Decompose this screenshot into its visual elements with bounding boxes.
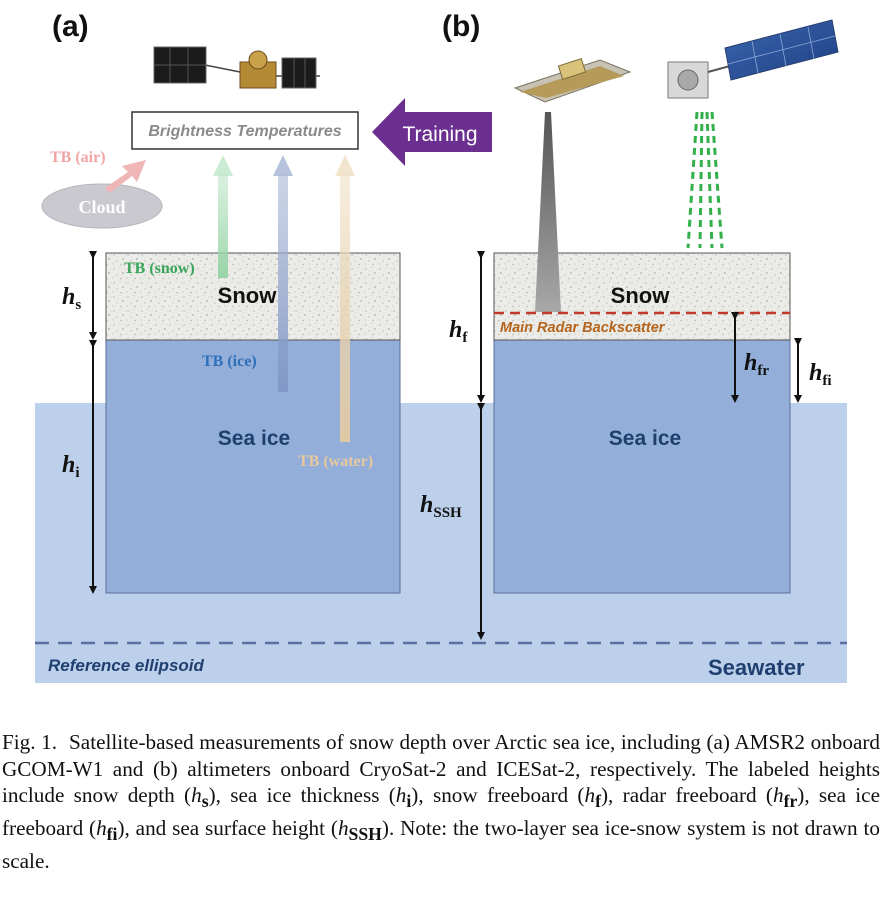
caption-text-3: ), snow freeboard ( [411,783,585,808]
brightness-temperatures-label: Brightness Temperatures [148,123,341,140]
reference-ellipsoid-label: Reference ellipsoid [48,656,205,675]
cloud-label: Cloud [78,197,125,217]
caption-h: h [96,816,107,841]
h-fr-label: hfr [744,350,769,379]
caption-text-5: ), sea ice freeboard ( [2,783,880,841]
panel-b-snow-label: Snow [611,283,671,308]
caption-sub: fi [106,824,118,845]
h-i-label: hi [62,452,80,481]
caption-text-4: ), radar freeboard ( [600,783,773,808]
panel-b-sea-ice-label: Sea ice [609,427,681,450]
caption-text-6: ), and sea surface height ( [117,816,338,841]
radar-beam [535,112,561,312]
panel-a-snow-label: Snow [218,283,278,308]
caption-h: h [191,783,202,808]
tb-snow-arrow [213,155,233,278]
caption-h: h [584,783,596,808]
training-label: Training [402,123,477,146]
amsr2-satellite-icon [153,46,320,89]
figure: Reference ellipsoid Seawater (a) Brightn… [35,10,847,683]
tb-air-label: TB (air) [50,149,106,166]
figure-caption: Fig. 1.Satellite-based measurements of s… [2,729,880,874]
cryosat-satellite-icon [513,58,632,103]
panel-a-sea-ice-label: Sea ice [218,427,290,450]
caption-label: Fig. 1. [2,730,58,754]
panel-b-sea-ice-block [493,339,791,594]
seawater-label: Seawater [708,655,805,680]
main-radar-backscatter-label: Main Radar Backscatter [500,320,666,336]
tb-water-arrow [335,155,355,442]
tb-air-arrow [105,160,146,193]
tb-water-label: TB (water) [298,453,373,470]
icesat-satellite-icon [667,19,839,99]
panel-a-snow-block [105,252,401,341]
tb-ice-arrow [273,155,293,392]
caption-text-1: Satellite-based measurements of snow dep… [2,730,881,808]
panel-a-sea-ice-block [105,339,401,594]
panel-a-label: (a) [52,10,89,43]
panel-b-label: (b) [442,10,480,43]
caption-sub: s [201,791,209,812]
laser-beams [686,111,724,249]
h-fi-label: hfi [809,360,832,389]
training-arrow [372,98,492,166]
caption-text-7: ). Note: the two-layer sea ice-snow syst… [2,816,880,873]
caption-sub: fr [783,791,798,812]
caption-sub: f [595,791,601,812]
h-ssh-label: hSSH [420,492,462,521]
h-s-label: hs [62,284,81,313]
caption-h: h [395,783,407,808]
cloud-icon [41,183,163,229]
tb-snow-label: TB (snow) [124,260,195,277]
brightness-temperatures-box [131,111,359,150]
tb-ice-label: TB (ice) [202,353,257,370]
caption-h: h [772,783,784,808]
caption-h: h [337,816,349,841]
caption-sub: SSH [348,824,382,845]
h-f-label: hf [449,317,468,346]
caption-text-2: ), sea ice thickness ( [208,783,396,808]
caption-sub: i [406,791,412,812]
